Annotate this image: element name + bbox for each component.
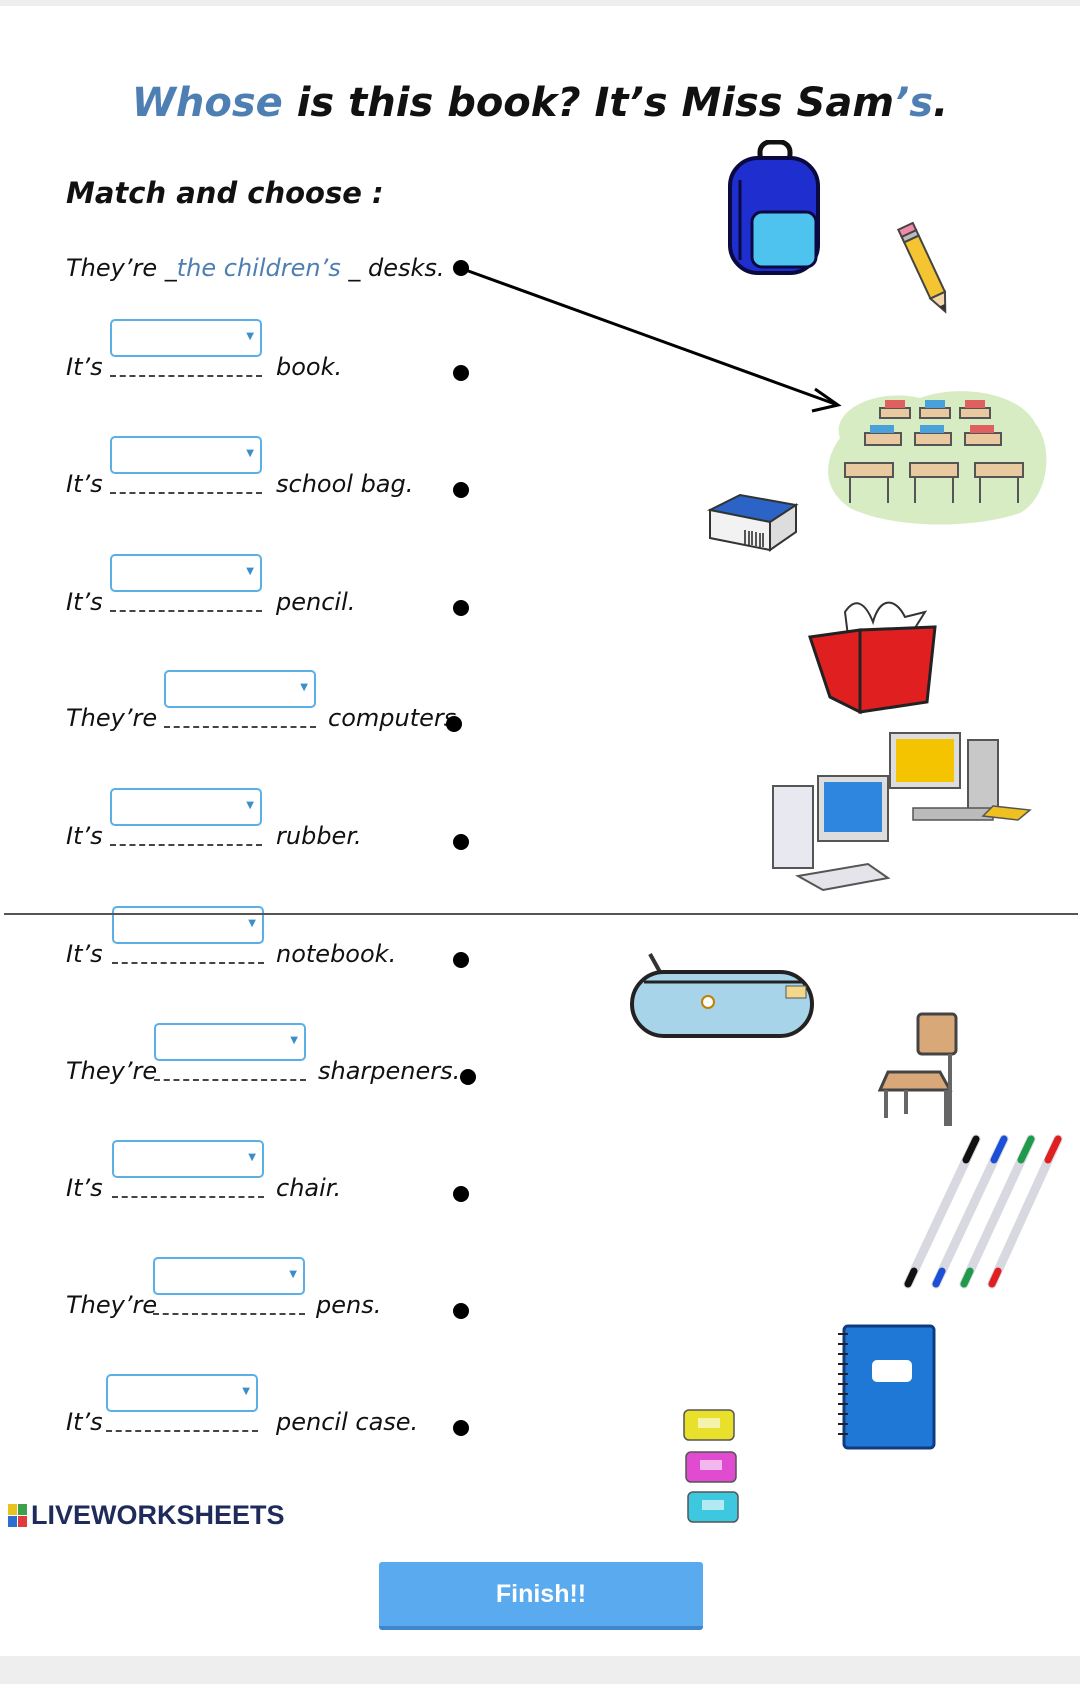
sentence-start: It’s xyxy=(66,940,103,968)
sharpeners-icon[interactable] xyxy=(680,1406,744,1526)
sentence-start: They’re xyxy=(66,1291,158,1319)
answer-dropdown[interactable]: ▼ xyxy=(110,788,262,826)
notebook-icon[interactable] xyxy=(834,1322,938,1452)
book-icon[interactable] xyxy=(805,592,941,722)
finish-button[interactable]: Finish!! xyxy=(379,1562,703,1630)
sentence-start: It’s xyxy=(66,1174,103,1202)
match-dot[interactable] xyxy=(453,600,469,616)
answer-blank-line xyxy=(110,492,262,494)
answer-dropdown[interactable]: ▼ xyxy=(110,436,262,474)
desks-icon[interactable] xyxy=(820,378,1052,528)
sentence-start: It’s xyxy=(66,470,103,498)
pencil-icon[interactable] xyxy=(895,216,955,321)
liveworksheets-logo: LIVEWORKSHEETS xyxy=(8,1500,285,1531)
example-row: They’re _the children’s _ desks. xyxy=(0,254,520,314)
answer-dropdown[interactable]: ▼ xyxy=(106,1374,258,1412)
answer-blank-line xyxy=(110,844,262,846)
divider xyxy=(4,913,1078,915)
instruction: Match and choose : xyxy=(66,176,384,210)
sentence-end: chair. xyxy=(276,1174,342,1202)
answer-dropdown[interactable]: ▼ xyxy=(112,906,264,944)
sentence-start: It’s xyxy=(66,588,103,616)
answer-dropdown[interactable]: ▼ xyxy=(153,1257,305,1295)
match-dot[interactable] xyxy=(453,834,469,850)
page-title: Whose is this book? It’s Miss Sam’s. xyxy=(131,80,949,126)
match-arrowhead xyxy=(811,387,842,413)
dropdown-arrow-icon: ▼ xyxy=(248,1152,256,1163)
answer-blank-line xyxy=(164,726,316,728)
backpack-icon[interactable] xyxy=(720,140,830,280)
answer-dropdown[interactable]: ▼ xyxy=(164,670,316,708)
sentence-end: sharpeners. xyxy=(318,1057,461,1085)
sentence-end: notebook. xyxy=(276,940,397,968)
sentence-start: They’re xyxy=(66,704,158,732)
answer-blank-line xyxy=(112,1196,264,1198)
match-dot[interactable] xyxy=(446,716,462,732)
sentence-start: They’re xyxy=(66,1057,158,1085)
answer-blank-line xyxy=(153,1313,305,1315)
sentence-start: It’s xyxy=(66,353,103,381)
match-dot[interactable] xyxy=(453,1303,469,1319)
match-line-layer xyxy=(459,266,842,413)
sentence-end: pencil case. xyxy=(276,1408,419,1436)
sentence-row: It’s ▼ rubber. xyxy=(0,788,520,874)
sentence-end: pens. xyxy=(316,1291,382,1319)
sentence-end: school bag. xyxy=(276,470,414,498)
logo-mark-icon xyxy=(8,1504,27,1527)
sentence-row: It’s ▼ notebook. xyxy=(0,906,520,992)
dropdown-arrow-icon: ▼ xyxy=(242,1386,250,1397)
answer-blank-line xyxy=(106,1430,258,1432)
sentence-end: computers. xyxy=(328,704,464,732)
chair-icon[interactable] xyxy=(878,1010,962,1130)
dropdown-arrow-icon: ▼ xyxy=(246,800,254,811)
sentence-row: They’re ▼ pens. xyxy=(0,1257,520,1343)
sentence-row: It’s ▼ chair. xyxy=(0,1140,520,1226)
sentence-row: It’s ▼ pencil case. xyxy=(0,1374,520,1460)
sentence-row: It’s ▼ book. xyxy=(0,319,520,405)
match-dot[interactable] xyxy=(453,365,469,381)
dropdown-arrow-icon: ▼ xyxy=(290,1035,298,1046)
answer-dropdown[interactable]: ▼ xyxy=(110,554,262,592)
computers-icon[interactable] xyxy=(768,728,1038,894)
dropdown-arrow-icon: ▼ xyxy=(246,448,254,459)
match-dot[interactable] xyxy=(453,482,469,498)
answer-blank-line xyxy=(154,1079,306,1081)
sentence-row: It’s ▼ pencil. xyxy=(0,554,520,640)
sentence-start: It’s xyxy=(66,822,103,850)
rubber-icon[interactable] xyxy=(700,490,800,560)
pens-icon[interactable] xyxy=(896,1134,1066,1294)
dropdown-arrow-icon: ▼ xyxy=(246,566,254,577)
answer-blank-line xyxy=(112,962,264,964)
example-sentence: They’re _the children’s _ desks. xyxy=(66,254,445,282)
sentence-end: pencil. xyxy=(276,588,356,616)
dropdown-arrow-icon: ▼ xyxy=(248,918,256,929)
match-dot[interactable] xyxy=(453,952,469,968)
dropdown-arrow-icon: ▼ xyxy=(289,1269,297,1280)
sentence-row: They’re ▼ sharpeners. xyxy=(0,1023,520,1109)
sentence-end: book. xyxy=(276,353,343,381)
answer-dropdown[interactable]: ▼ xyxy=(110,319,262,357)
answer-blank-line xyxy=(110,610,262,612)
match-line xyxy=(459,266,836,406)
sentence-row: They’re ▼ computers. xyxy=(0,670,520,756)
sentence-end: rubber. xyxy=(276,822,362,850)
answer-dropdown[interactable]: ▼ xyxy=(112,1140,264,1178)
match-dot[interactable] xyxy=(453,1186,469,1202)
sentence-row: It’s ▼ school bag. xyxy=(0,436,520,522)
dropdown-arrow-icon: ▼ xyxy=(300,682,308,693)
pencil-case-icon[interactable] xyxy=(628,950,820,1042)
dropdown-arrow-icon: ▼ xyxy=(246,331,254,342)
match-dot[interactable] xyxy=(460,1069,476,1085)
answer-blank-line xyxy=(110,375,262,377)
match-dot[interactable] xyxy=(453,1420,469,1436)
answer-dropdown[interactable]: ▼ xyxy=(154,1023,306,1061)
worksheet: Whose is this book? It’s Miss Sam’s. Mat… xyxy=(0,6,1080,1656)
sentence-start: It’s xyxy=(66,1408,103,1436)
